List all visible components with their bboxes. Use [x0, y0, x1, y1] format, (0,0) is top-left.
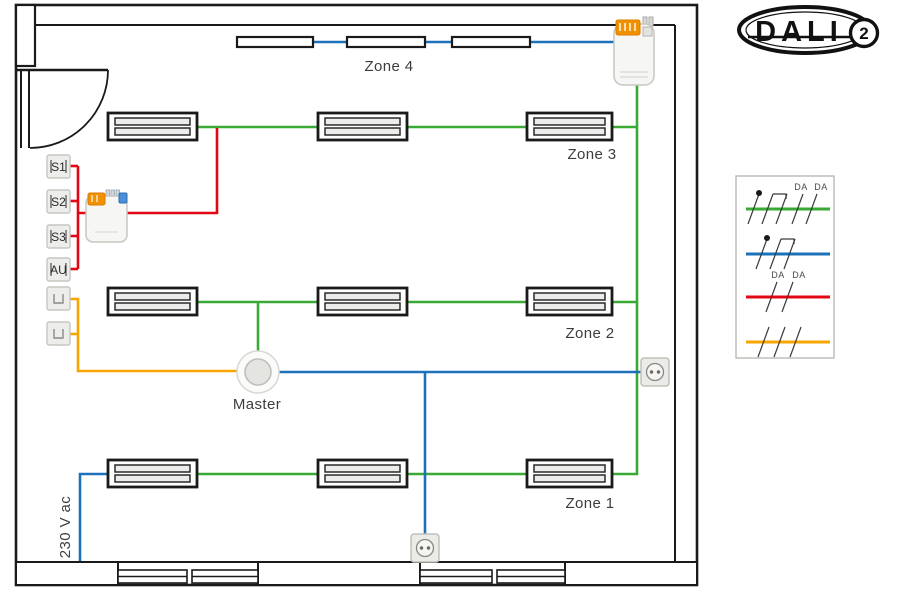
- light-fixture: [345, 35, 427, 49]
- fixture-slat: [533, 292, 606, 301]
- din-module-power-supply: [613, 16, 655, 86]
- earth-dot-mark: [756, 190, 762, 196]
- switch-s2: S2: [46, 189, 71, 214]
- light-fixture-zone3: [525, 111, 614, 142]
- socket-icon: [415, 538, 435, 558]
- legend-da-label: DA: [792, 270, 806, 280]
- fixture-slat: [324, 302, 401, 311]
- zone-3-label: Zone 3: [567, 146, 616, 163]
- zone-1-label: Zone 1: [565, 495, 614, 512]
- fixture-slat: [324, 474, 401, 483]
- wall-block: [257, 561, 421, 586]
- socket-icon: [645, 362, 665, 382]
- switch-label: S2: [51, 195, 66, 209]
- power-outlet-bottom: [410, 533, 440, 563]
- zone-4-label: Zone 4: [364, 58, 413, 75]
- master-label: Master: [233, 396, 281, 413]
- light-fixture: [235, 35, 315, 49]
- wall-block: [564, 561, 698, 586]
- corner-pillar: [14, 3, 37, 68]
- wire-blue-mains: [78, 472, 107, 561]
- switch-au: AU: [46, 257, 71, 282]
- blue-terminal-block: [118, 192, 128, 204]
- fixture-slat: [324, 117, 401, 126]
- legend-da-label: DA: [771, 270, 785, 280]
- module-body: [85, 195, 128, 243]
- switch-label: S1: [51, 160, 66, 174]
- fixture-slat: [114, 302, 191, 311]
- mains-voltage-label: 230 V ac: [57, 496, 74, 559]
- wire-green-right-bus: [612, 84, 639, 476]
- light-fixtures: [106, 35, 614, 489]
- power-outlet-right: [640, 357, 670, 387]
- light-fixture-zone3: [316, 111, 409, 142]
- switch-label: AU: [50, 263, 67, 277]
- push-button-2: [46, 321, 71, 346]
- fixture-slat: [533, 474, 606, 483]
- fixture-slat: [324, 127, 401, 136]
- legend-row-blue: [746, 235, 830, 270]
- light-fixture-zone2: [525, 286, 614, 317]
- neutral-mark: [781, 238, 795, 244]
- switch-s1: S1: [46, 154, 71, 179]
- push-button-1: [46, 286, 71, 311]
- logo-version-number: 2: [859, 24, 868, 43]
- light-fixture-zone1: [316, 458, 409, 489]
- legend-da-label: DA: [794, 182, 808, 192]
- wire-blue-master: [279, 370, 642, 536]
- legend-row-green: DA DA: [746, 182, 830, 225]
- orange-terminal-block: [615, 19, 641, 36]
- light-fixture: [450, 35, 532, 49]
- wire-orange-switches: [70, 297, 237, 373]
- fixture-slat: [114, 464, 191, 473]
- earth-dot-mark: [764, 235, 770, 241]
- wiring: [70, 40, 642, 561]
- logo-version-badge: [848, 17, 880, 49]
- fixture-slat: [114, 474, 191, 483]
- button-glyph: [53, 294, 64, 304]
- bottom-windows: [117, 569, 566, 584]
- fixture-slat: [114, 292, 191, 301]
- door: [17, 68, 109, 149]
- input-switches: S1 S2 S3 AU: [46, 154, 71, 346]
- legend-box: DA DA DA DA: [735, 175, 835, 359]
- neutral-mark: [773, 193, 787, 199]
- fixture-slat: [114, 117, 191, 126]
- fixture-slat: [533, 464, 606, 473]
- light-fixture-zone3: [106, 111, 199, 142]
- dali2-logo: DALI 2: [737, 5, 880, 55]
- din-module-input-device: [85, 189, 128, 243]
- fixture-slat: [533, 127, 606, 136]
- light-fixture-zone2: [316, 286, 409, 317]
- switch-label: S3: [51, 230, 66, 244]
- logo-text: DALI: [755, 16, 843, 48]
- button-glyph: [53, 329, 64, 339]
- louvre-fixtures: [106, 111, 614, 489]
- fixture-slat: [533, 117, 606, 126]
- fixture-slat: [324, 464, 401, 473]
- legend-da-label: DA: [814, 182, 828, 192]
- zone4-lights: [235, 35, 532, 49]
- light-fixture-zone1: [525, 458, 614, 489]
- master-sensor: [236, 350, 280, 394]
- legend-row-orange: [746, 326, 830, 358]
- fixture-slat: [114, 127, 191, 136]
- light-fixture-zone1: [106, 458, 199, 489]
- fixture-slat: [324, 292, 401, 301]
- legend-row-red: DA DA: [746, 270, 830, 313]
- fixture-slat: [533, 302, 606, 311]
- wire-green-zones: [197, 84, 639, 476]
- door-swing-arc: [29, 69, 109, 149]
- zone-2-label: Zone 2: [565, 325, 614, 342]
- light-fixture-zone2: [106, 286, 199, 317]
- switch-s3: S3: [46, 224, 71, 249]
- wall-block: [15, 561, 119, 586]
